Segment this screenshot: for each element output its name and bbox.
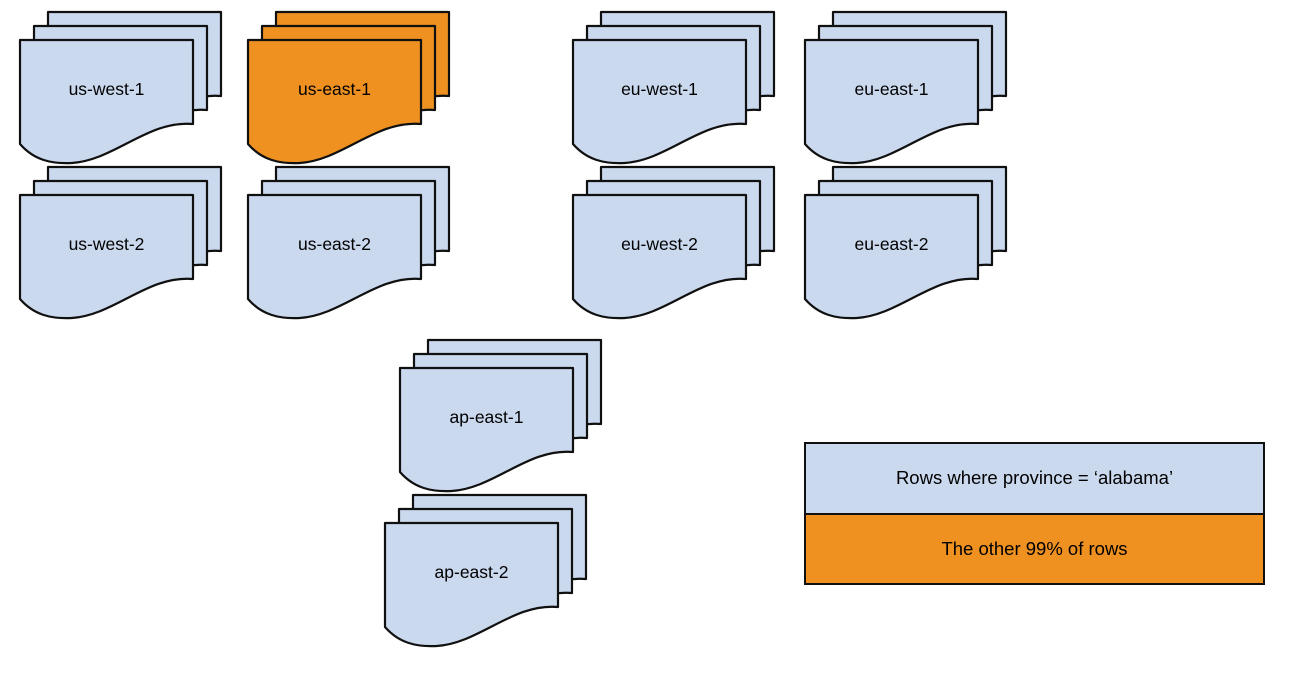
shard-sheets-eu-west-1 bbox=[571, 10, 776, 165]
shard-sheets-eu-west-2 bbox=[571, 165, 776, 320]
legend: Rows where province = ‘alabama’ The other… bbox=[804, 442, 1265, 585]
shard-stack-eu-east-1[interactable] bbox=[803, 10, 1012, 172]
legend-orange-label: The other 99% of rows bbox=[941, 537, 1128, 559]
shard-stack-us-east-1[interactable] bbox=[246, 10, 455, 172]
shard-stack-us-east-2[interactable] bbox=[246, 165, 455, 327]
shard-stack-eu-west-2[interactable] bbox=[571, 165, 780, 327]
shard-stack-us-west-1[interactable] bbox=[18, 10, 227, 172]
legend-blue: Rows where province = ‘alabama’ bbox=[804, 442, 1265, 514]
shard-stack-ap-east-2[interactable] bbox=[383, 493, 592, 655]
legend-blue-label: Rows where province = ‘alabama’ bbox=[895, 467, 1174, 489]
shard-stack-ap-east-1[interactable] bbox=[398, 338, 607, 500]
shard-sheets-eu-east-1 bbox=[803, 10, 1008, 165]
shard-stack-us-west-2[interactable] bbox=[18, 165, 227, 327]
shard-sheets-us-east-1 bbox=[246, 10, 451, 165]
shard-stack-eu-west-1[interactable] bbox=[571, 10, 780, 172]
shard-stack-eu-east-2[interactable] bbox=[803, 165, 1012, 327]
shard-sheets-eu-east-2 bbox=[803, 165, 1008, 320]
shard-sheets-us-west-2 bbox=[18, 165, 223, 320]
shard-sheets-ap-east-2 bbox=[383, 493, 588, 648]
shard-sheets-ap-east-1 bbox=[398, 338, 603, 493]
legend-orange: The other 99% of rows bbox=[804, 513, 1265, 585]
shard-sheets-us-east-2 bbox=[246, 165, 451, 320]
shard-sheets-us-west-1 bbox=[18, 10, 223, 165]
